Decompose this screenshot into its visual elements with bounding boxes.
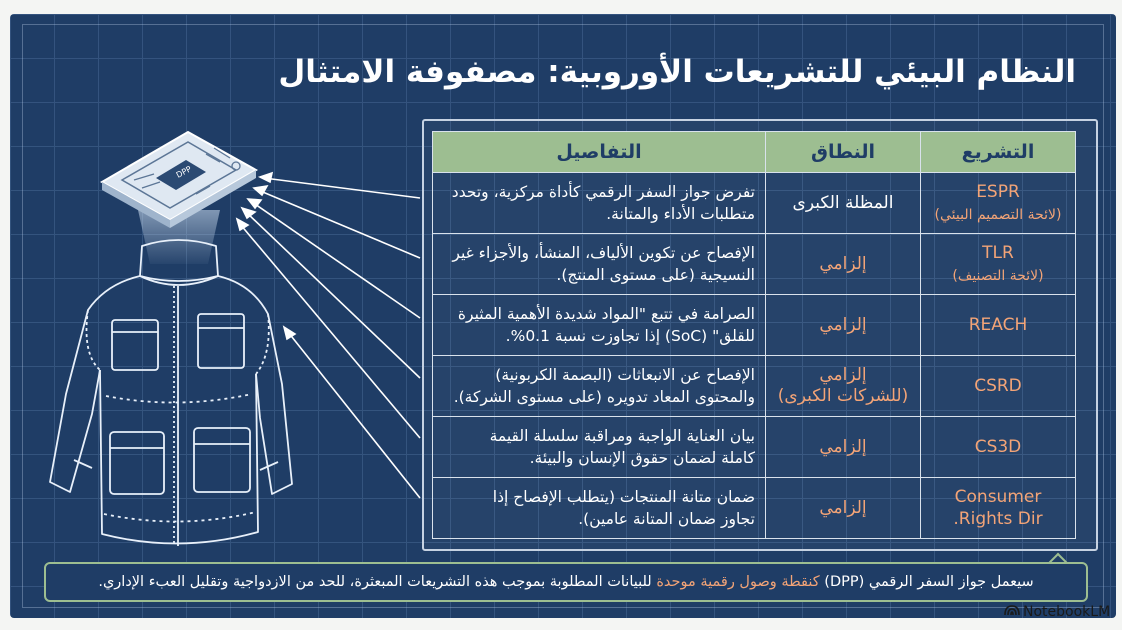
law-name: CSRD <box>974 376 1022 396</box>
law-name: Consumer <box>954 487 1042 507</box>
law-name: TLR <box>982 242 1014 263</box>
details-cell: تفرض جواز السفر الرقمي كأداة مركزية، وتح… <box>432 172 766 234</box>
scope-text: إلزامي <box>819 436 867 457</box>
brand-label: NotebookLM <box>1023 604 1111 620</box>
table-row: CSRD إلزامي(للشركات الكبرى) الإفصاح عن ا… <box>432 355 1076 417</box>
connector-arrows <box>235 171 421 499</box>
arrow-tlr <box>257 189 421 259</box>
arrow-cs3d <box>239 223 421 439</box>
compliance-table: التشريع النطاق التفاصيل ESPR (لائحة التصم… <box>432 131 1076 539</box>
law-subtitle: Rights Dir. <box>953 509 1043 529</box>
details-cell: الصرامة في تتبع "المواد شديدة الأهمية ال… <box>432 294 766 356</box>
details-line: والمحتوى المعاد تدويره (على مستوى الشركة… <box>453 388 755 406</box>
notebooklm-brand: NotebookLM <box>1004 604 1110 620</box>
callout-text-end: للبيانات المطلوبة بموجب هذه التشريعات ال… <box>98 574 657 590</box>
scope-cell: إلزامي <box>765 477 921 539</box>
header-details: التفاصيل <box>432 131 766 173</box>
arrow-reach <box>251 201 421 319</box>
details-line: للقلق" (SoC) إذا تجاوزت نسبة 0.1%. <box>505 327 755 345</box>
details-line: بيان العناية الواجبة ومراقبة سلسلة القيم… <box>489 427 755 445</box>
details-line: النسيجية (على مستوى المنتج). <box>556 266 755 284</box>
law-cell: TLR (لائحة التصنيف) <box>920 233 1076 295</box>
law-name: REACH <box>968 315 1028 335</box>
details-line: كاملة لضمان حقوق الإنسان والبيئة. <box>529 449 755 467</box>
scope-text: إلزامي <box>819 314 867 335</box>
scope-text: المظلة الكبرى <box>792 193 894 213</box>
details-line: متطلبات الأداء والمتانة. <box>606 205 755 223</box>
table-row: CS3D إلزامي بيان العناية الواجبة ومراقبة… <box>432 416 1076 478</box>
table-row: TLR (لائحة التصنيف) إلزامي الإفصاح عن تكو… <box>432 233 1076 295</box>
law-subtitle: (لائحة التصنيف) <box>952 267 1044 284</box>
arrow-csrd <box>245 211 421 379</box>
details-line: تفرض جواز السفر الرقمي كأداة مركزية، وتح… <box>451 183 755 201</box>
law-name: CS3D <box>974 437 1022 457</box>
arrow-head-cs3d <box>235 217 250 232</box>
jacket-illustration: DPP <box>49 130 421 546</box>
law-cell: ESPR (لائحة التصميم البيئي) <box>920 172 1076 234</box>
law-cell: CS3D <box>920 416 1076 478</box>
scope-text: إلزامي <box>819 497 867 518</box>
details-cell: الإفصاح عن الانبعاثات (البصمة الكربونية)… <box>432 355 766 417</box>
compliance-matrix: التشريع النطاق التفاصيل ESPR (لائحة التصم… <box>422 119 1098 551</box>
scope-cell: إلزامي(للشركات الكبرى) <box>765 355 921 417</box>
details-line: تجاوز ضمان المتانة عامين). <box>578 510 755 528</box>
scope-text: إلزامي <box>819 253 867 274</box>
arrow-head-espr <box>257 171 274 184</box>
blueprint-panel: DPP <box>10 14 1116 618</box>
table-row: ESPR (لائحة التصميم البيئي) المظلة الكبرى… <box>432 172 1076 234</box>
details-cell: ضمان متانة المنتجات (يتطلب الإفصاح إذا تج… <box>432 477 766 539</box>
arrow-espr <box>263 177 421 199</box>
panel-border <box>22 24 1104 608</box>
law-cell: REACH <box>920 294 1076 356</box>
law-cell: CSRD <box>920 355 1076 417</box>
scope-subtext: (للشركات الكبرى) <box>777 386 909 406</box>
header-law: التشريع <box>920 131 1076 173</box>
scope-cell: إلزامي <box>765 233 921 295</box>
header-scope: النطاق <box>765 131 921 173</box>
callout-highlight: كنقطة وصول رقمية موحدة <box>656 574 820 590</box>
arrow-consumer <box>287 331 421 499</box>
details-line: الإفصاح عن الانبعاثات (البصمة الكربونية) <box>495 366 755 384</box>
notebooklm-logo-icon <box>1004 604 1020 620</box>
law-subtitle: (لائحة التصميم البيئي) <box>934 206 1062 223</box>
arrow-head-reach <box>246 198 263 210</box>
projection-beam <box>138 210 220 264</box>
details-cell: بيان العناية الواجبة ومراقبة سلسلة القيم… <box>432 416 766 478</box>
arrow-head-consumer <box>282 325 297 341</box>
jacket-outline <box>49 239 293 546</box>
details-line: الإفصاح عن تكوين الألياف، المنشأ، والأجز… <box>452 244 755 262</box>
callout-text: سيعمل جواز السفر الرقمي (DPP) <box>819 574 1034 590</box>
scope-text: إلزامي <box>819 365 867 385</box>
scope-cell: إلزامي <box>765 294 921 356</box>
details-line: الصرامة في تتبع "المواد شديدة الأهمية ال… <box>457 305 755 323</box>
table-row: REACH إلزامي الصرامة في تتبع "المواد شدي… <box>432 294 1076 356</box>
details-line: ضمان متانة المنتجات (يتطلب الإفصاح إذا <box>492 488 755 506</box>
arrow-head-tlr <box>252 184 269 197</box>
summary-callout: سيعمل جواز السفر الرقمي (DPP) كنقطة وصول… <box>44 562 1088 602</box>
scope-cell: المظلة الكبرى <box>765 172 921 234</box>
table-header-row: التشريع النطاق التفاصيل <box>432 131 1076 173</box>
dpp-chip-icon: DPP <box>99 130 259 228</box>
details-cell: الإفصاح عن تكوين الألياف، المنشأ، والأجز… <box>432 233 766 295</box>
scope-cell: إلزامي <box>765 416 921 478</box>
page-title: النظام البيئي للتشريعات الأوروبية: مصفوف… <box>278 54 1076 90</box>
law-name: ESPR <box>976 181 1020 202</box>
arrow-head-csrd <box>240 206 257 220</box>
